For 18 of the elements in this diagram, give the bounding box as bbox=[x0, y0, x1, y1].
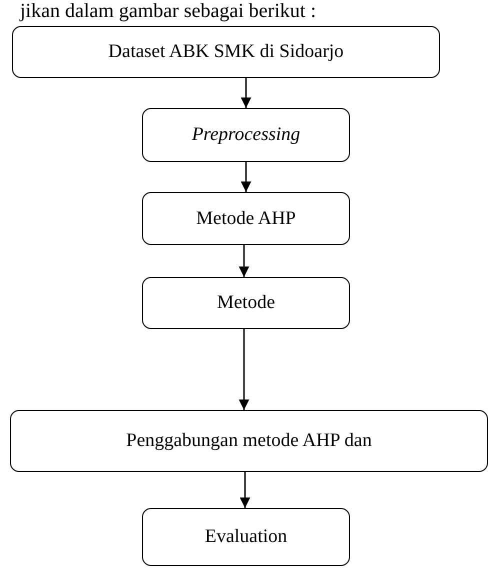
process-box bbox=[142, 192, 350, 245]
process-box bbox=[10, 410, 488, 472]
box-label: Dataset ABK SMK di Sidoarjo bbox=[108, 41, 344, 63]
intro-text: jikan dalam gambar sebagai berikut : bbox=[20, 0, 316, 22]
process-box bbox=[142, 508, 350, 566]
arrow bbox=[238, 245, 250, 277]
arrow bbox=[238, 329, 250, 410]
process-box bbox=[12, 26, 440, 78]
box-label: Metode AHP bbox=[196, 208, 296, 230]
arrow bbox=[240, 472, 250, 508]
arrow bbox=[240, 78, 252, 108]
box-label: Evaluation bbox=[204, 526, 288, 548]
box-label: Preprocessing bbox=[192, 124, 300, 146]
process-box bbox=[142, 277, 350, 329]
process-box bbox=[142, 108, 350, 162]
arrow bbox=[240, 162, 252, 192]
box-label: Metode bbox=[216, 292, 276, 314]
box-label: Penggabungan metode AHP dan bbox=[126, 430, 372, 452]
